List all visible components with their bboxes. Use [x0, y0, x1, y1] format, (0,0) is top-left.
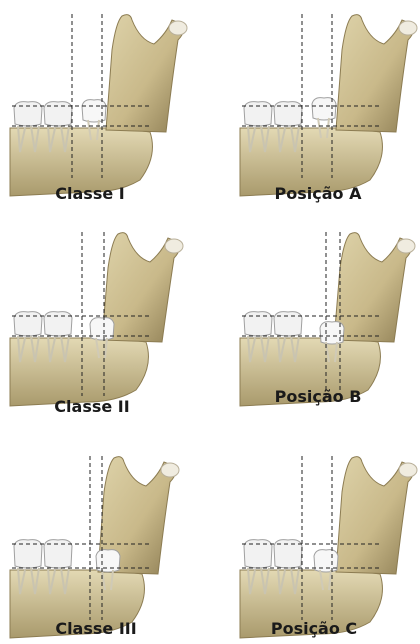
panel-classe-iii — [10, 456, 179, 638]
caption-posicao-a: Posição A — [275, 185, 362, 203]
mandible-body — [10, 338, 148, 406]
caption-posicao-b: Posição B — [275, 388, 362, 406]
caption-classe-iii: Classe III — [55, 620, 136, 638]
condyle — [399, 21, 417, 35]
caption-posicao-c: Posição C — [271, 620, 357, 638]
caption-classe-i: Classe I — [55, 185, 124, 203]
panel-posicao-c — [240, 456, 417, 638]
condyle — [165, 239, 183, 253]
condyle — [399, 463, 417, 477]
panel-posicao-b — [240, 232, 415, 406]
condyle — [161, 463, 179, 477]
condyle — [397, 239, 415, 253]
caption-classe-ii: Classe II — [54, 398, 129, 416]
panel-classe-i — [10, 14, 187, 196]
panel-classe-ii — [10, 232, 183, 406]
condyle — [169, 21, 187, 35]
panel-posicao-a — [240, 14, 417, 196]
